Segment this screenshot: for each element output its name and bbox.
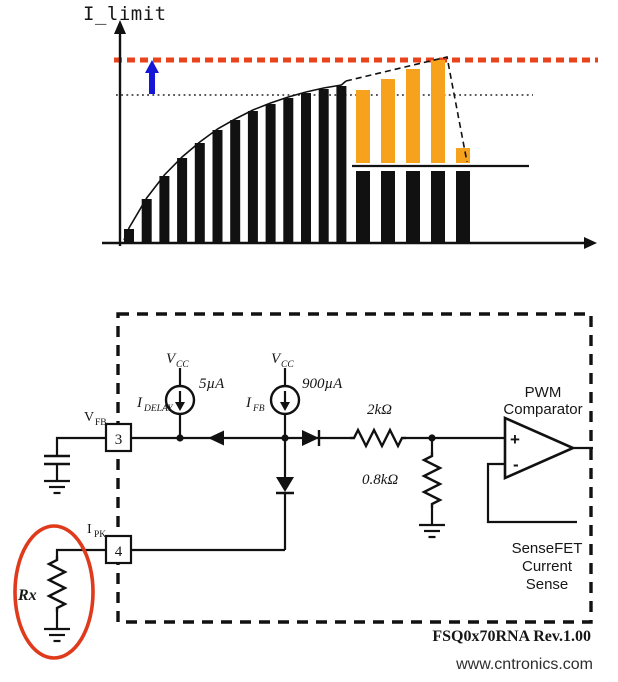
pulse-bar	[283, 98, 294, 242]
pin3-label: V	[84, 410, 94, 425]
pulse-bar-lower	[381, 171, 395, 242]
ic-boundary	[116, 312, 593, 624]
ipk-external-wire	[55, 548, 106, 556]
vcc-label-sub: CC	[176, 360, 189, 370]
watermark: www.cntronics.com	[455, 656, 593, 673]
overload-pulse-bar	[431, 60, 445, 163]
overshoot-envelope-dashed	[345, 56, 468, 163]
pulse-bar-lower	[406, 171, 420, 242]
diode-to-ipk	[276, 477, 294, 495]
vcc-label-sub: CC	[281, 360, 294, 370]
pulse-bar	[247, 111, 258, 242]
pin3-number: 3	[115, 432, 123, 448]
sensefet-line2: Current	[522, 558, 573, 575]
pulse-bar-lower	[456, 171, 470, 242]
ground-symbol	[42, 479, 72, 495]
plus-input-label: +	[510, 430, 520, 449]
pulse-bar	[194, 143, 205, 242]
pulse-bar	[212, 130, 223, 242]
sensefet-label: SenseFET Current Sense	[512, 540, 583, 593]
current-source-idelay	[164, 368, 196, 438]
pulse-bar	[265, 104, 276, 242]
pulse-bar	[301, 93, 311, 242]
idelay-label-sub: DELAY	[143, 404, 174, 414]
comparator-title-line1: PWM	[525, 384, 562, 401]
idelay-label: I	[136, 395, 143, 411]
r2k-label: 2kΩ	[367, 402, 392, 418]
resistor-0p8k-symbol	[421, 452, 443, 508]
rx-label: Rx	[17, 587, 37, 604]
pulse-bar	[177, 158, 188, 242]
vcc-label: V	[271, 351, 282, 367]
limit-step-arrowhead	[145, 60, 159, 73]
current-limit-chart: I_limit	[83, 3, 598, 249]
idelay-value-label: 5µA	[199, 376, 225, 392]
current-direction-arrow	[175, 402, 185, 411]
pin4-label: I	[87, 522, 92, 537]
diode-triangle	[276, 477, 294, 492]
pulse-bar	[318, 89, 329, 242]
rx-highlight-ellipse	[13, 524, 95, 660]
pin3-label-sub: FB	[95, 418, 107, 428]
sensefet-line1: SenseFET	[512, 540, 583, 557]
resistor-2k-symbol	[350, 427, 406, 449]
minus-input-wire	[486, 462, 577, 524]
ifb-value-label: 900µA	[302, 376, 343, 392]
pulse-bar	[141, 199, 152, 242]
pulse-bar	[336, 86, 347, 242]
ifb-label: I	[245, 395, 252, 411]
diode-triangle	[302, 430, 319, 446]
comparator-title-line2: Comparator	[503, 401, 582, 418]
current-source-ifb	[269, 368, 301, 438]
sensefet-line3: Sense	[526, 576, 569, 593]
ground-symbol	[42, 627, 72, 643]
current-direction-arrow	[280, 402, 290, 411]
junction-dot	[176, 434, 184, 442]
pulse-bars	[124, 60, 470, 242]
ifb-label-sub: FB	[252, 404, 265, 414]
pulse-bar-lower	[431, 171, 445, 242]
smps-feedback-circuit: Rx 3 V FB 4 I PK V CC 5µA I DELAY	[13, 312, 593, 673]
x-axis-arrowhead	[584, 237, 597, 249]
minus-input-label: -	[513, 455, 519, 474]
r0p8k-label: 0.8kΩ	[362, 472, 398, 488]
overload-pulse-bar	[406, 69, 420, 163]
resistor-rx-symbol	[46, 556, 68, 612]
pulse-bar-lower	[356, 171, 370, 242]
pin3-box	[104, 422, 133, 453]
overload-pulse-bar	[456, 148, 470, 163]
vfb-external-wire	[55, 436, 106, 456]
overload-pulse-bar	[381, 79, 395, 163]
ground-symbol	[417, 523, 447, 539]
vfb-capacitor-symbol	[44, 454, 70, 466]
pwm-comparator: PWM Comparator + -	[486, 384, 593, 524]
diode-to-comparator	[302, 430, 321, 446]
y-axis-arrowhead	[114, 20, 126, 34]
pulse-bar	[230, 120, 241, 242]
pulse-bar	[124, 229, 134, 242]
pulse-bar	[159, 176, 170, 242]
pin4-number: 4	[115, 544, 123, 560]
overload-pulse-bar	[356, 90, 370, 163]
part-number: FSQ0x70RNA Rev.1.00	[432, 628, 591, 645]
soft-start-envelope	[123, 80, 347, 241]
comparator-triangle	[503, 416, 577, 480]
pin4-label-sub: PK	[94, 530, 106, 540]
chart-title: I_limit	[83, 3, 167, 25]
vcc-label: V	[166, 351, 177, 367]
current-flow-arrowhead	[208, 430, 224, 446]
